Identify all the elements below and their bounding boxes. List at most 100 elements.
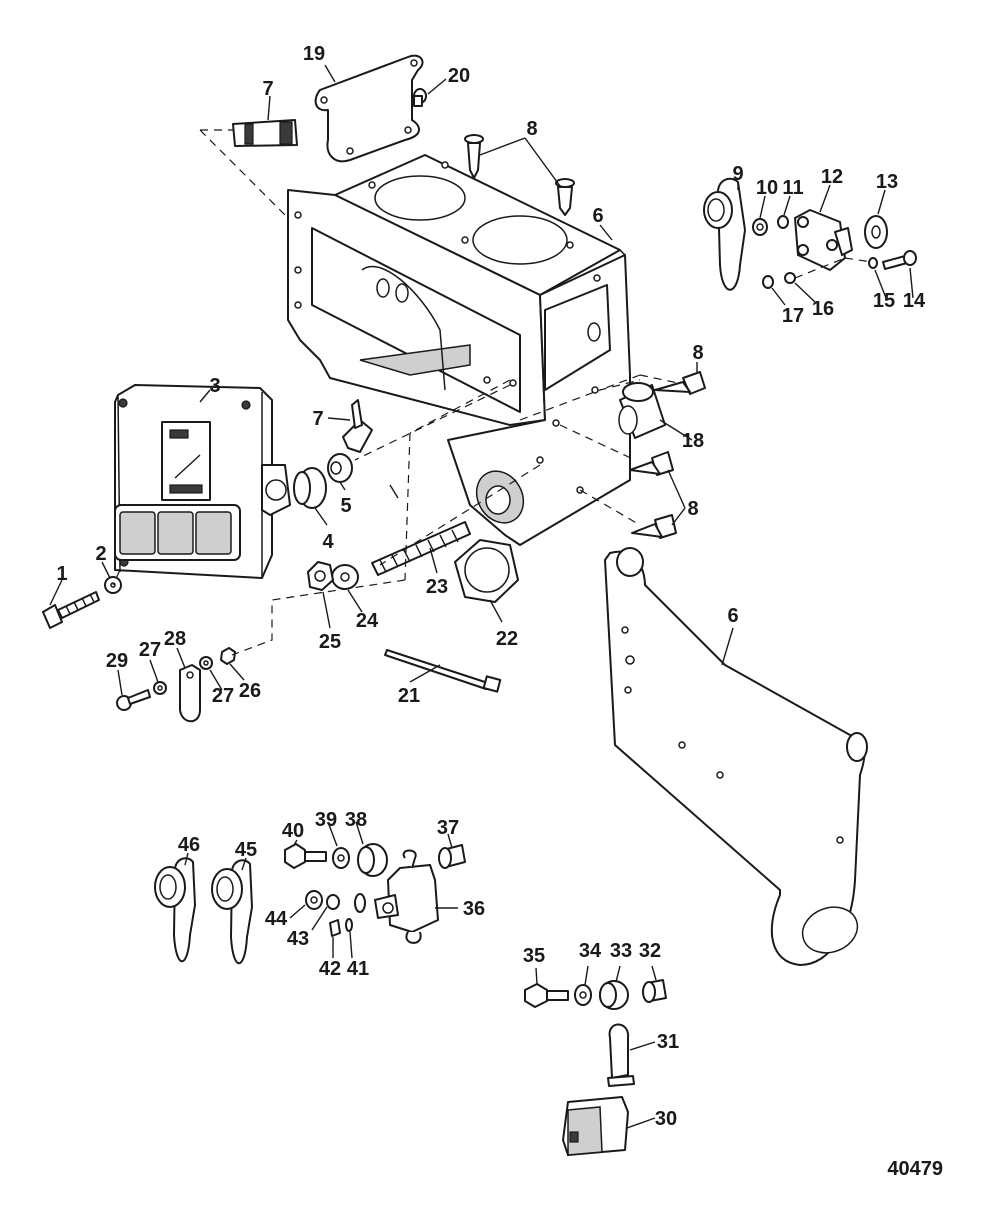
nut-26 — [220, 647, 236, 665]
callout-1: 1 — [56, 563, 67, 585]
callout-20: 20 — [448, 65, 470, 87]
callout-45: 45 — [235, 839, 257, 861]
callout-19: 19 — [303, 43, 325, 65]
callout-40: 40 — [282, 820, 304, 842]
boot-45 — [211, 859, 253, 965]
callout-8-right-top: 8 — [692, 342, 703, 364]
callout-29: 29 — [106, 650, 128, 672]
bolt-1 — [42, 591, 100, 629]
wire-clip-7-upper — [232, 119, 298, 147]
callout-11: 11 — [782, 177, 803, 199]
grommet-4 — [293, 467, 327, 509]
washer-41 — [345, 918, 353, 932]
callout-14: 14 — [903, 290, 926, 312]
callout-25: 25 — [319, 631, 341, 653]
control-module — [114, 384, 291, 579]
clamp-28 — [179, 664, 201, 723]
push-pin-8-b — [555, 178, 575, 216]
callout-23: 23 — [426, 576, 448, 598]
callout-32: 32 — [639, 940, 661, 962]
callout-21: 21 — [398, 685, 420, 707]
boot-46 — [154, 857, 196, 963]
assembly-lines — [112, 129, 873, 656]
callout-31: 31 — [657, 1031, 679, 1053]
washer-15 — [868, 257, 878, 269]
callout-16: 16 — [812, 298, 834, 320]
leader-lines — [49, 64, 914, 1129]
grommet-5 — [327, 453, 353, 483]
washer-27-right — [199, 656, 213, 670]
spacer-18 — [618, 382, 666, 439]
sleeve-32 — [642, 979, 667, 1003]
callout-10: 10 — [756, 177, 778, 199]
callout-15: 15 — [873, 290, 895, 312]
nut-44 — [305, 890, 323, 910]
side-plate — [604, 547, 868, 966]
screw-29 — [116, 689, 151, 711]
callout-26: 26 — [239, 680, 261, 702]
washer-16 — [784, 272, 796, 284]
screw-20 — [413, 88, 427, 107]
callout-7-lower: 7 — [312, 408, 323, 430]
callout-5: 5 — [340, 495, 351, 517]
callout-39: 39 — [315, 809, 337, 831]
callout-36: 36 — [463, 898, 485, 920]
callout-28: 28 — [164, 628, 186, 650]
callout-38: 38 — [345, 809, 367, 831]
callout-30: 30 — [655, 1108, 677, 1130]
jam-nut-22 — [454, 539, 519, 603]
push-pin-8-d — [629, 451, 674, 476]
cable-tie-21 — [384, 649, 502, 693]
callout-6-bracket: 6 — [592, 205, 603, 227]
callout-22: 22 — [496, 628, 518, 650]
bolt-40 — [284, 843, 327, 869]
callout-8-right-bottom: 8 — [687, 498, 698, 520]
callout-12: 12 — [821, 166, 843, 188]
nut-25 — [307, 561, 334, 591]
callout-35: 35 — [523, 945, 545, 967]
bolt-35 — [524, 983, 569, 1008]
callout-2: 2 — [95, 543, 106, 565]
fuse-holder-30 — [562, 1096, 629, 1156]
callout-37: 37 — [437, 817, 459, 839]
washer-43 — [326, 894, 340, 910]
callout-9: 9 — [732, 163, 743, 185]
callout-43: 43 — [287, 928, 309, 950]
callout-24: 24 — [356, 610, 379, 632]
callout-labels: 19 20 7 8 6 9 10 11 12 13 14 15 16 17 8 … — [56, 43, 926, 1130]
bracket-19 — [314, 54, 424, 163]
washer-39 — [332, 847, 350, 869]
boot-9 — [703, 177, 746, 291]
callout-34: 34 — [579, 940, 602, 962]
washer-27-left — [153, 681, 167, 695]
callout-6-plate: 6 — [727, 605, 738, 627]
bracket-31 — [607, 1023, 635, 1087]
grommet-38 — [357, 843, 388, 877]
callout-44: 44 — [265, 908, 288, 930]
main-mounting-bracket — [287, 154, 631, 546]
relay-36 — [354, 849, 439, 944]
callout-41: 41 — [347, 958, 369, 980]
callout-17: 17 — [782, 305, 804, 327]
callout-42: 42 — [319, 958, 341, 980]
figure-number: 40479 — [887, 1158, 943, 1180]
callout-13: 13 — [876, 171, 898, 193]
callout-4: 4 — [322, 531, 334, 553]
push-pin-8-a — [464, 134, 484, 179]
washer-11 — [777, 215, 789, 229]
callout-27-left: 27 — [139, 639, 161, 661]
washer-13 — [864, 215, 888, 249]
push-pin-8-e — [631, 514, 677, 539]
washer-34 — [574, 984, 592, 1006]
nut-10 — [752, 218, 768, 236]
callout-8-top: 8 — [526, 118, 537, 140]
washer-24 — [331, 564, 359, 590]
screw-14 — [882, 250, 917, 270]
grommet-33 — [599, 980, 629, 1010]
callout-18: 18 — [682, 430, 704, 452]
callout-46: 46 — [178, 834, 200, 856]
push-pin-8-c — [654, 371, 706, 395]
stud-23 — [371, 521, 471, 576]
callout-27-right: 27 — [212, 685, 234, 707]
